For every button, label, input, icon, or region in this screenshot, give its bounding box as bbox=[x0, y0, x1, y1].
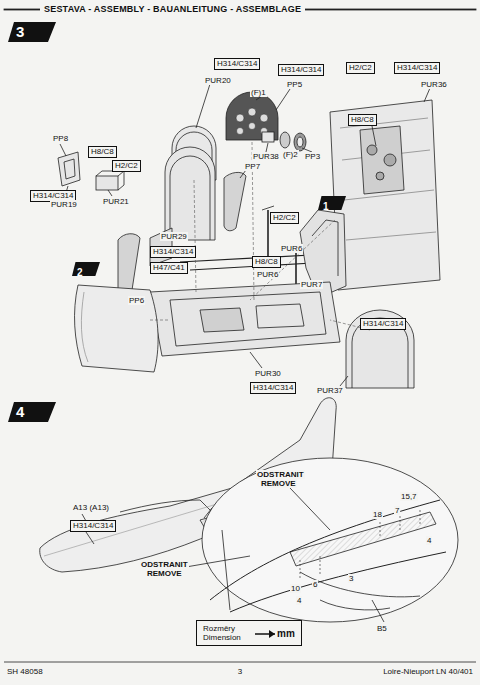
paint-code: H2/C2 bbox=[349, 63, 372, 72]
part-flag: 1 bbox=[318, 196, 346, 210]
part-number: PUR6 bbox=[280, 244, 303, 253]
paint-code: H314/C314 bbox=[73, 521, 113, 530]
step-number: 2 bbox=[72, 267, 83, 278]
part-number: PP3 bbox=[304, 152, 321, 161]
part-number: PUR36 bbox=[420, 80, 448, 89]
paint-code: H8/C8 bbox=[351, 115, 374, 124]
remove-note: ODSTRANIT bbox=[256, 470, 305, 479]
paint-code: H2/C2 bbox=[273, 213, 296, 222]
part-number: (F)2 bbox=[282, 150, 299, 159]
part-number: PP6 bbox=[128, 296, 145, 305]
paint-callout: H8/C8 bbox=[88, 146, 117, 158]
paint-callout: H314/C314 bbox=[360, 318, 406, 330]
dimension-value: 6 bbox=[312, 580, 318, 589]
paint-code: H2/C2 bbox=[115, 161, 138, 170]
paint-code: H8/C8 bbox=[91, 147, 114, 156]
part-number: PUR37 bbox=[316, 386, 344, 395]
paint-callout: H47/C41 bbox=[150, 262, 188, 274]
paint-callout: H2/C2 bbox=[112, 160, 141, 172]
paint-code: H314/C314 bbox=[363, 319, 403, 328]
unit-label: mm bbox=[277, 629, 295, 638]
paint-code: H47/C41 bbox=[153, 263, 185, 272]
footer-text: Loire-Nieuport LN 40/401 bbox=[382, 667, 474, 676]
part-flag: 2 bbox=[72, 262, 100, 276]
part-number: PUR21 bbox=[102, 197, 130, 206]
step-number: 4 bbox=[8, 403, 24, 420]
flag-shape bbox=[72, 262, 100, 276]
paint-code: H314/C314 bbox=[253, 383, 293, 392]
remove-note: REMOVE bbox=[146, 569, 183, 578]
remove-note: REMOVE bbox=[260, 479, 297, 488]
flag-shape bbox=[318, 196, 346, 210]
paint-callout: H314/C314 bbox=[394, 62, 440, 74]
paint-callout: H8/C8 bbox=[252, 256, 281, 268]
dimension-caption: Rozměry Dimension bbox=[203, 624, 251, 642]
paint-callout: H314/C314 bbox=[250, 382, 296, 394]
part-number: A13 (A13) bbox=[72, 503, 110, 512]
footer-text: 3 bbox=[237, 667, 243, 676]
part-number: PUR30 bbox=[254, 369, 282, 378]
paint-code: H314/C314 bbox=[33, 191, 73, 200]
paint-callout: H314/C314 bbox=[214, 58, 260, 70]
part-number: PP8 bbox=[52, 134, 69, 143]
paint-callout: H2/C2 bbox=[270, 212, 299, 224]
paint-callout: H8/C8 bbox=[348, 114, 377, 126]
page-heading: SESTAVA - ASSEMBLY - BAUANLEITUNG - ASSE… bbox=[40, 4, 305, 14]
step-number: 3 bbox=[8, 23, 24, 40]
part-number: PUR19 bbox=[50, 200, 78, 209]
paint-code: H314/C314 bbox=[397, 63, 437, 72]
remove-note: ODSTRANIT bbox=[140, 560, 189, 569]
dimension-value: 15,7 bbox=[400, 492, 418, 501]
paint-callout: H314/C314 bbox=[150, 246, 196, 258]
dimension-box: Rozměry Dimension mm bbox=[196, 620, 302, 646]
part-number: PUR29 bbox=[160, 232, 188, 241]
step-flag: 4 bbox=[8, 402, 56, 422]
paint-callout: H314/C314 bbox=[70, 520, 116, 532]
flag-shape bbox=[8, 22, 56, 42]
step-number: 1 bbox=[318, 201, 329, 212]
step-flag: 3 bbox=[8, 22, 56, 42]
dimension-value: 4 bbox=[296, 596, 302, 605]
dimension-value: 7 bbox=[394, 506, 400, 515]
paint-callout: H314/C314 bbox=[278, 64, 324, 76]
paint-code: H8/C8 bbox=[255, 257, 278, 266]
part-number: PUR7 bbox=[300, 280, 323, 289]
dimension-value: 4 bbox=[426, 536, 432, 545]
part-number: PUR20 bbox=[204, 76, 232, 85]
part-number: PUR6 bbox=[256, 270, 279, 279]
dimension-value: 10 bbox=[290, 584, 301, 593]
part-number: PP5 bbox=[286, 80, 303, 89]
flag-shape bbox=[8, 402, 56, 422]
part-number: PUR38 bbox=[252, 152, 280, 161]
paint-callout: H2/C2 bbox=[346, 62, 375, 74]
paint-code: H314/C314 bbox=[281, 65, 321, 74]
part-number: B5 bbox=[376, 624, 388, 633]
paint-code: H314/C314 bbox=[153, 247, 193, 256]
paint-code: H314/C314 bbox=[217, 59, 257, 68]
dimension-value: 18 bbox=[372, 510, 383, 519]
dimension-value: 3 bbox=[348, 574, 354, 583]
part-number: PP7 bbox=[244, 162, 261, 171]
part-number: (F)1 bbox=[250, 88, 267, 97]
footer-text: SH 48058 bbox=[6, 667, 44, 676]
